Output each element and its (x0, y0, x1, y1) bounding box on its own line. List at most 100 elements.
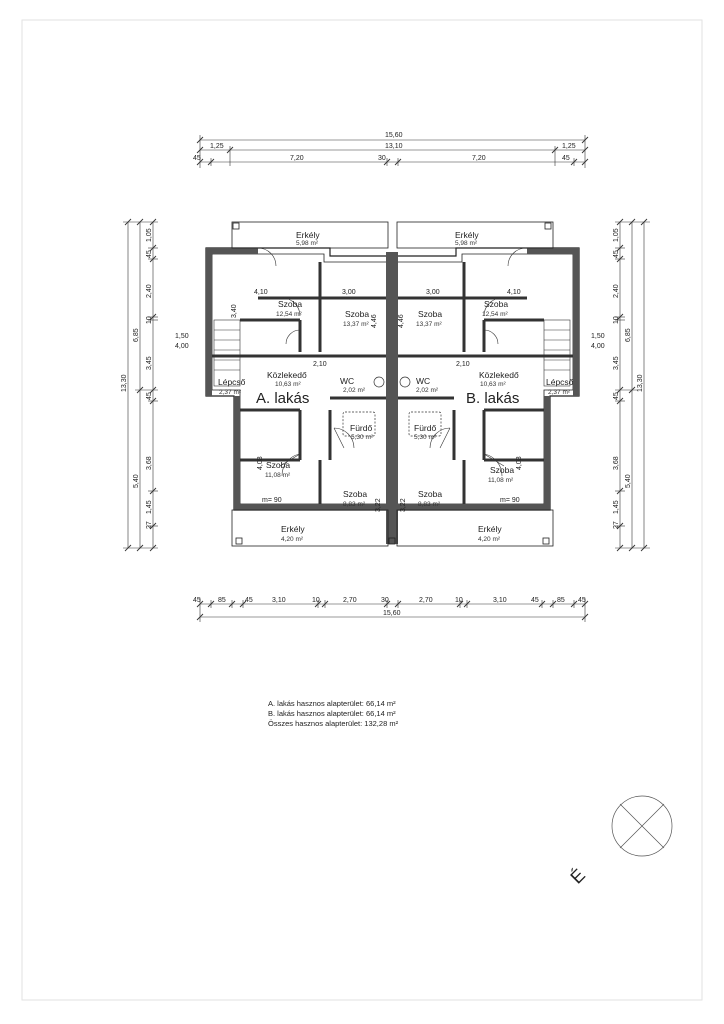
room-furdo-b: Fürdő (414, 423, 436, 433)
dim-bottom-85b: 85 (557, 597, 565, 604)
stair-right (543, 319, 571, 387)
dim-right-10: 10 (613, 316, 620, 324)
inner-dim-410-b: 4,10 (507, 289, 521, 296)
summary-line-b: B. lakás hasznos alapterület: 66,14 m² (268, 709, 396, 718)
room-lepcso-b: Lépcső (546, 377, 574, 387)
dim-left-368: 3,68 (146, 456, 153, 470)
area-szoba-a-2: 13,37 m² (343, 321, 369, 328)
dim-bottom-270b: 2,70 (419, 597, 433, 604)
wc-fixtures (342, 376, 442, 437)
unit-label-a: A. lakás (256, 390, 309, 407)
inner-dim-m90-b: m= 90 (500, 497, 520, 504)
dim-right-45: 45 (613, 250, 620, 258)
unit-label-b: B. lakás (466, 390, 519, 407)
room-szoba-a-3: Szoba (266, 460, 290, 470)
right-dimension-chain (615, 218, 650, 552)
party-wall (386, 252, 398, 544)
dim-top-right-125: 1,25 (562, 143, 576, 150)
room-kozlekedo-b: Közlekedő (479, 370, 519, 380)
area-erkely-top-right: 5,98 m² (455, 240, 478, 247)
area-szoba-a-3: 11,08 m² (265, 472, 291, 479)
area-wc-b: 2,02 m² (416, 387, 439, 394)
inner-dim-300-a: 3,00 (342, 289, 356, 296)
area-szoba-b-2: 13,37 m² (416, 321, 442, 328)
area-szoba-b-1: 12,54 m² (482, 311, 508, 318)
dim-right-45b: 45 (613, 392, 620, 400)
balcony-bottom-left (231, 509, 389, 547)
inner-dim-403-b: 4,03 (516, 456, 523, 470)
side-dim-400-right: 4,00 (591, 343, 605, 350)
summary-line-total: Összes hasznos alapterület: 132,28 m² (268, 719, 399, 728)
room-szoba-a-1: Szoba (278, 299, 302, 309)
dim-total-bottom: 15,60 (383, 610, 401, 617)
dim-right-540: 5,40 (625, 474, 632, 488)
bottom-dimension-chain (196, 598, 589, 622)
area-lepcso-b: 2,37 m² (548, 389, 571, 396)
dim-right-240: 2,40 (613, 284, 620, 298)
dim-bottom-310b: 3,10 (493, 597, 507, 604)
dim-top-720-a: 7,20 (290, 155, 304, 162)
compass-circle (611, 795, 673, 857)
north-arrow-symbol (611, 795, 673, 857)
dim-top-720-b: 7,20 (472, 155, 486, 162)
dim-right-105: 1,05 (613, 228, 620, 242)
dim-total-top: 15,60 (385, 132, 403, 139)
area-erkely-top-left: 5,98 m² (296, 240, 319, 247)
dim-left-45b: 45 (146, 392, 153, 400)
room-wc-a: WC (340, 376, 354, 386)
dim-left-45: 45 (146, 250, 153, 258)
room-szoba-b-2: Szoba (418, 309, 442, 319)
dim-bottom-10: 10 (312, 597, 320, 604)
room-szoba-b-4: Szoba (418, 489, 442, 499)
inner-dimensions: 4,10 3,00 3,00 4,10 4,46 4,46 3,40 2,10 … (175, 289, 605, 512)
building-walls (205, 221, 580, 547)
stair-left (213, 319, 241, 387)
dim-top-left-125: 1,25 (210, 143, 224, 150)
area-szoba-a-1: 12,54 m² (276, 311, 302, 318)
area-erkely-bottom-right: 4,20 m² (478, 536, 501, 543)
balcony-top-right (396, 221, 554, 249)
area-furdo-b: 5,30 m² (414, 434, 437, 441)
dim-bottom-45c: 45 (531, 597, 539, 604)
dim-top-30: 30 (378, 155, 386, 162)
right-dimension-labels: 13,30 6,85 5,40 1,05 45 2,40 10 3,45 45 … (613, 228, 644, 529)
sheet-border (21, 19, 703, 1001)
dim-top-45-right: 45 (562, 155, 570, 162)
dim-bottom-45b: 45 (245, 597, 253, 604)
area-summary: A. lakás hasznos alapterület: 66,14 m² B… (268, 699, 398, 729)
dim-left-27: 27 (146, 521, 153, 529)
top-dimension-chain (196, 135, 589, 168)
left-dimension-chain (123, 218, 158, 552)
dim-bottom-10b: 10 (455, 597, 463, 604)
room-lepcso-a: Lépcső (218, 377, 246, 387)
dim-right-27: 27 (613, 521, 620, 529)
dim-top-45: 45 (193, 155, 201, 162)
dim-right-685: 6,85 (625, 328, 632, 342)
dim-right-145: 1,45 (613, 500, 620, 514)
room-erkely-top-left: Erkély (296, 230, 320, 240)
area-furdo-a: 5,30 m² (351, 434, 374, 441)
area-kozlekedo-a: 10,63 m² (275, 381, 301, 388)
room-wc-b: WC (416, 376, 430, 386)
dim-bottom-310: 3,10 (272, 597, 286, 604)
room-szoba-b-1: Szoba (484, 299, 508, 309)
balcony-bottom-right (396, 509, 554, 547)
side-dim-400-left: 4,00 (175, 343, 189, 350)
inner-dim-410-a: 4,10 (254, 289, 268, 296)
room-erkely-bottom-left: Erkély (281, 524, 305, 534)
area-erkely-bottom-left: 4,20 m² (281, 536, 304, 543)
dim-bottom-270: 2,70 (343, 597, 357, 604)
inner-dim-300-b: 3,00 (426, 289, 440, 296)
inner-dim-446-b: 4,46 (398, 314, 405, 328)
room-furdo-a: Fürdő (350, 423, 372, 433)
dim-right-1330: 13,30 (637, 374, 644, 392)
dim-bottom-85: 85 (218, 597, 226, 604)
inner-dim-340-a: 3,40 (231, 304, 238, 318)
area-szoba-b-3: 11,08 m² (488, 477, 514, 484)
area-kozlekedo-b: 10,63 m² (480, 381, 506, 388)
dim-left-10: 10 (146, 316, 153, 324)
dim-bottom-45: 45 (193, 597, 201, 604)
dim-top-1310: 13,10 (385, 143, 403, 150)
inner-dim-322-b: 3,22 (400, 498, 407, 512)
